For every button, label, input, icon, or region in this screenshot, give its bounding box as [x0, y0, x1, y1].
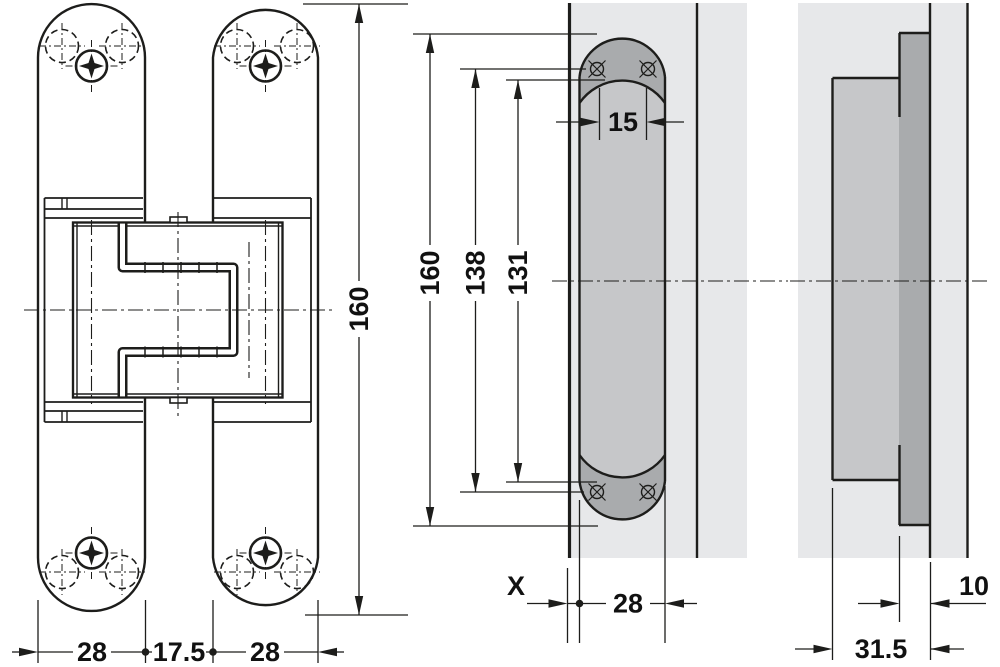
dim-label-depth: 31.5 [855, 634, 908, 664]
leaf-end-cap-bottom [579, 455, 665, 520]
screw-head [65, 527, 118, 579]
alt-screw-positions [39, 23, 320, 595]
leaf-screw [639, 60, 657, 78]
leaf-screw [588, 60, 606, 78]
dim-section-bottom: X 28 [507, 486, 697, 643]
dim-label-width-right: 28 [250, 637, 280, 667]
dim-label-offset: X [507, 571, 525, 601]
dim-label-edge-distance: 10 [959, 571, 989, 601]
dim-label-gap: 17.5 [153, 637, 206, 667]
dim-front-height: 160 [303, 3, 408, 616]
screw-head [239, 527, 292, 579]
bracket-ticks [144, 262, 218, 358]
dim-side: 10 31.5 [795, 488, 989, 664]
pocket-side [832, 78, 899, 480]
dim-label-end-width: 15 [608, 107, 638, 137]
leaf-side [899, 33, 930, 525]
screw-head [239, 40, 292, 92]
dim-label-front-height: 160 [344, 286, 374, 331]
leaf-screw [588, 483, 606, 501]
milled-pocket [579, 80, 665, 478]
side-view: 10 31.5 [790, 3, 989, 664]
dim-label-screw-spacing: 138 [461, 250, 491, 295]
center-lines-front [24, 212, 332, 420]
dim-label-width-left: 28 [77, 637, 107, 667]
dim-label-section-height: 160 [415, 250, 445, 295]
screw-head [65, 40, 118, 92]
dim-section-heights: 160 138 131 [413, 33, 605, 527]
dim-label-slot-width: 28 [613, 589, 643, 619]
front-view: 28 17.5 28 160 [12, 2, 408, 667]
leaf-screw [639, 483, 657, 501]
dim-label-slot-length: 131 [503, 250, 533, 295]
leaf-end-cap-top [579, 38, 665, 103]
dim-front-bottom: 28 17.5 28 [12, 600, 344, 667]
dim-end-width: 15 [556, 88, 684, 140]
section-view: 160 138 131 15 X 28 [413, 3, 788, 643]
